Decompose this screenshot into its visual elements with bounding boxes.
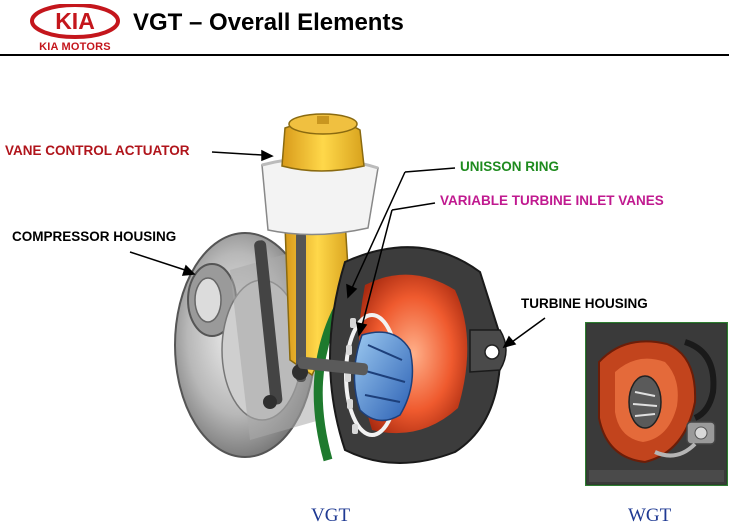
label-vane-control-actuator: VANE CONTROL ACTUATOR: [5, 143, 190, 158]
label-unisson-ring: UNISSON RING: [460, 159, 560, 174]
label-variable-turbine-inlet-vanes: VARIABLE TURBINE INLET VANES: [440, 193, 664, 208]
label-turbine-housing: TURBINE HOUSING: [521, 296, 648, 311]
page-title: VGT – Overall Elements: [133, 9, 404, 36]
logo-lettering: KIA: [55, 8, 95, 34]
kia-logo: KIA KIA MOTORS: [30, 3, 120, 53]
slide-header: KIA KIA MOTORS VGT – Overall Elements: [0, 0, 729, 62]
turbine-wheel: [297, 331, 414, 422]
caption-wgt: WGT: [628, 505, 672, 526]
vane-actuator-canister: [261, 113, 379, 236]
brand-name: KIA MOTORS: [39, 41, 111, 53]
wgt-photo: [585, 322, 728, 486]
header-divider: [0, 54, 729, 56]
leader-lines: [129, 149, 546, 349]
label-compressor-housing: COMPRESSOR HOUSING: [12, 229, 177, 244]
caption-vgt: VGT: [311, 505, 351, 526]
kia-oval-icon: KIA: [30, 3, 120, 39]
